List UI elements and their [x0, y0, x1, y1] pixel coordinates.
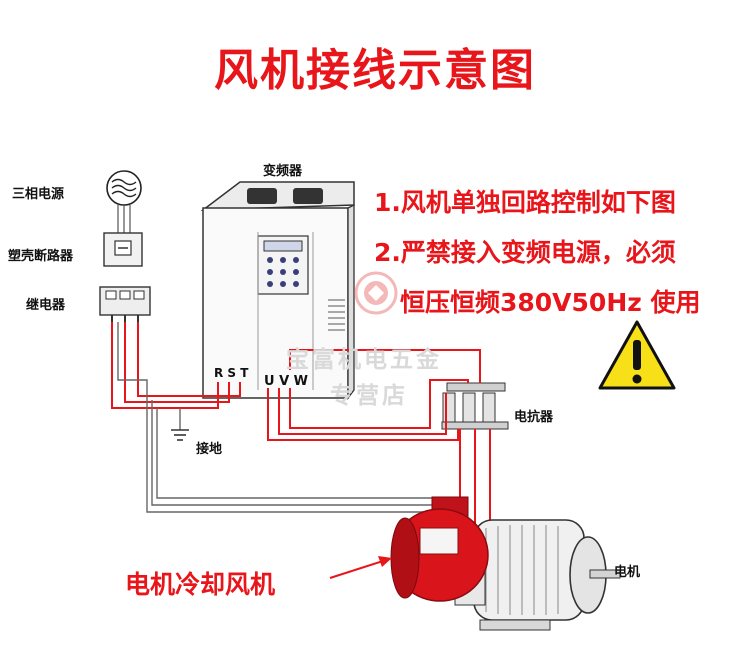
- inverter-icon: [200, 181, 355, 400]
- uvw-terminals-label: U V W: [264, 374, 309, 389]
- arrow-icon: [329, 556, 392, 579]
- ground-label: 接地: [196, 442, 223, 457]
- cooling-fan-icon: [390, 496, 489, 602]
- note-2: 2.严禁接入变频电源，必须: [374, 238, 676, 267]
- motor-label: 电机: [614, 565, 641, 580]
- inverter-label: 变频器: [263, 164, 303, 179]
- watermark-logo-icon: [354, 271, 398, 315]
- reactor-icon: [441, 382, 509, 430]
- fan-label: 电机冷却风机: [125, 570, 276, 599]
- warning-icon: [598, 320, 676, 390]
- power-label: 三相电源: [12, 187, 65, 202]
- breaker-label: 塑壳断路器: [8, 249, 74, 264]
- note-1: 1.风机单独回路控制如下图: [374, 188, 676, 217]
- watermark-line-2: 专营店: [330, 383, 408, 409]
- relay-label: 继电器: [26, 298, 66, 313]
- breaker-icon: [103, 232, 143, 267]
- relay-icon: [99, 286, 151, 322]
- reactor-label: 电抗器: [514, 410, 554, 425]
- note-3: 恒压恒频380V50Hz 使用: [400, 288, 701, 317]
- power-source-icon: [106, 170, 142, 206]
- watermark-line-1: 宝富机电五金: [286, 347, 442, 373]
- ground-icon: [171, 429, 189, 441]
- rst-terminals-label: R S T: [214, 366, 249, 380]
- page-title: 风机接线示意图: [214, 45, 536, 96]
